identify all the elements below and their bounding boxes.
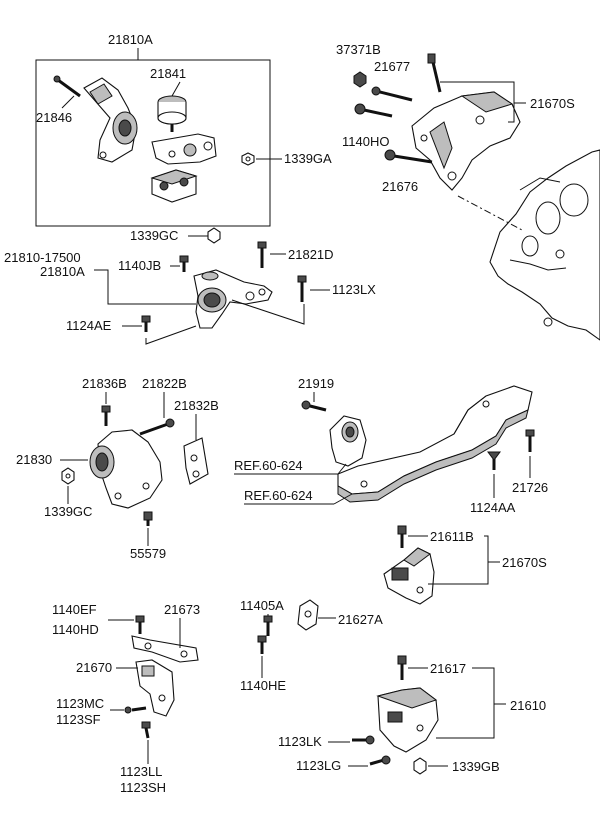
label-21919: 21919	[298, 376, 334, 391]
bolt-21836B-icon	[101, 405, 111, 426]
bolt-21726-icon	[525, 429, 535, 452]
bracket-21670S-icon	[411, 91, 521, 191]
engine-mount-21810A-icon	[193, 269, 273, 329]
insulator-21841-icon	[157, 95, 187, 132]
label-1123LK: 1123LK	[278, 734, 322, 749]
label-21846: 21846	[36, 110, 72, 125]
stud-21677-icon	[427, 53, 442, 93]
label-1339GB: 1339GB	[452, 759, 500, 774]
mount-21830-icon	[89, 429, 163, 509]
label-ref-60-624-b: REF.60-624	[244, 488, 313, 503]
label-1123SF: 1123SF	[56, 712, 101, 727]
label-37371B: 37371B	[336, 42, 381, 57]
label-21617: 21617	[430, 661, 466, 676]
mount-21919-icon	[329, 415, 367, 467]
label-1140EF: 1140EF	[52, 602, 97, 617]
bolt-21676-icon	[384, 149, 433, 164]
mount-arm-icon	[151, 133, 217, 165]
nut-1339GB-icon	[413, 757, 427, 775]
bolt-1124AE-icon	[141, 315, 151, 332]
label-21677: 21677	[374, 59, 410, 74]
assembly-21810A-box	[35, 48, 271, 227]
bolt-21617-icon	[397, 655, 407, 680]
label-21832B: 21832B	[174, 398, 219, 413]
label-21610: 21610	[510, 698, 546, 713]
label-21821D: 21821D	[288, 247, 334, 262]
label-1123MC: 1123MC	[56, 696, 104, 711]
label-21611B: 21611B	[430, 529, 474, 544]
label-21810A-top: 21810A	[108, 32, 153, 47]
mount-21610-icon	[376, 687, 439, 753]
label-1140JB: 1140JB	[118, 258, 161, 273]
label-21670S-top: 21670S	[530, 96, 575, 111]
bolt-1123LK-icon	[352, 735, 375, 745]
label-21830: 21830	[16, 452, 52, 467]
bolt-55579-icon	[143, 511, 153, 526]
crossmember-icon	[337, 385, 533, 503]
bolt-11405A-icon	[263, 615, 273, 636]
label-21810A-mid: 21810A	[40, 264, 85, 279]
bolt-1123LG-icon	[369, 755, 391, 766]
label-21673: 21673	[164, 602, 200, 617]
label-1123LX: 1123LX	[332, 282, 376, 297]
bolt-1123MC-icon	[124, 706, 147, 714]
nut-1339GA-icon	[241, 152, 255, 166]
label-11405A: 11405A	[240, 598, 284, 613]
bolt-1123LL-icon	[141, 721, 151, 739]
label-ref-60-624-a: REF.60-624	[234, 458, 303, 473]
bolt-1124AA-icon	[487, 451, 501, 470]
label-1140HD: 1140HD	[52, 622, 99, 637]
label-55579: 55579	[130, 546, 166, 561]
label-1140HE: 1140HE	[240, 678, 286, 693]
bolt-1123LX-icon	[297, 275, 307, 302]
bolt-1140HO-icon	[354, 103, 393, 118]
label-1123LG: 1123LG	[296, 758, 341, 773]
mount-block-icon	[150, 169, 198, 203]
label-1123SH: 1123SH	[120, 780, 166, 795]
label-21670S-low: 21670S	[502, 555, 547, 570]
label-21822B: 21822B	[142, 376, 187, 391]
bracket-21670S-low-icon	[383, 547, 435, 605]
mount-bracket-21810A-icon	[83, 77, 138, 163]
label-21676: 21676	[382, 179, 418, 194]
nut-1339GC-low-icon	[61, 467, 75, 485]
nut-1339GC-icon	[207, 227, 221, 244]
bolt-21677-icon	[371, 86, 413, 102]
label-21670: 21670	[76, 660, 112, 675]
bolt-1140JB-icon	[179, 255, 189, 272]
bolt-21919-icon	[301, 400, 327, 412]
bolt-21611B-icon	[397, 525, 407, 548]
bracket-21673-icon	[131, 635, 199, 663]
label-21841: 21841	[150, 66, 186, 81]
label-1124AE: 1124AE	[66, 318, 112, 333]
bolt-1140EF-icon	[135, 615, 145, 634]
label-21627A: 21627A	[338, 612, 383, 627]
nut-37371B-icon	[353, 71, 367, 88]
bolt-21821D-icon	[257, 241, 267, 268]
bracket-21832B-icon	[183, 437, 209, 485]
bolt-21822B-icon	[139, 418, 175, 436]
label-1339GA: 1339GA	[284, 151, 332, 166]
label-1339GC-low: 1339GC	[44, 504, 92, 519]
bolt-1140HE-icon	[257, 635, 267, 654]
label-21836B: 21836B	[82, 376, 127, 391]
bracket-21627A-icon	[297, 599, 319, 631]
engine-block-icon	[489, 149, 600, 341]
label-1124AA: 1124AA	[470, 500, 516, 515]
label-1140HO: 1140HO	[342, 134, 389, 149]
label-1123LL: 1123LL	[120, 764, 162, 779]
bracket-21670-icon	[135, 659, 175, 717]
bolt-21846-icon	[53, 75, 81, 98]
label-21810-17500: 21810-17500	[4, 250, 81, 265]
label-1339GC-mid: 1339GC	[130, 228, 178, 243]
label-21726: 21726	[512, 480, 548, 495]
